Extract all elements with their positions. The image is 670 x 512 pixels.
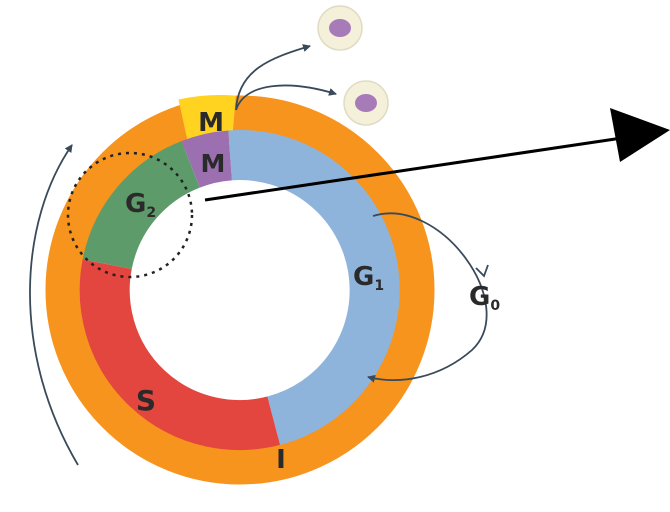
- label-m-outer: M: [198, 108, 224, 138]
- pointer-arrow-head: [610, 108, 670, 162]
- label-m-inner: M: [201, 149, 226, 178]
- label-s: S: [136, 384, 156, 417]
- m-outer-segment: [178, 95, 236, 144]
- pointer-arrow-line: [204, 136, 623, 202]
- division-arrow-top: [235, 44, 311, 111]
- checkpoint-dashed-circle: [66, 151, 194, 279]
- s-segment: [79, 259, 280, 451]
- label-interphase: I: [276, 445, 286, 475]
- g2-segment: [82, 141, 201, 270]
- interphase-ring: [45, 95, 435, 485]
- division-arrow-bottom: [235, 84, 337, 111]
- g0-arrow: [367, 212, 488, 383]
- direction-arrow: [29, 144, 79, 466]
- g0-arrow-head-in: [475, 264, 489, 278]
- label-g0: G0: [469, 282, 500, 314]
- label-g2: G2: [125, 189, 156, 221]
- daughter-cell-bottom: [343, 80, 389, 126]
- daughter-cell-top: [317, 5, 363, 51]
- g1-segment: [228, 130, 400, 445]
- label-g1: G1: [353, 262, 384, 294]
- m-inner-segment: [181, 130, 233, 188]
